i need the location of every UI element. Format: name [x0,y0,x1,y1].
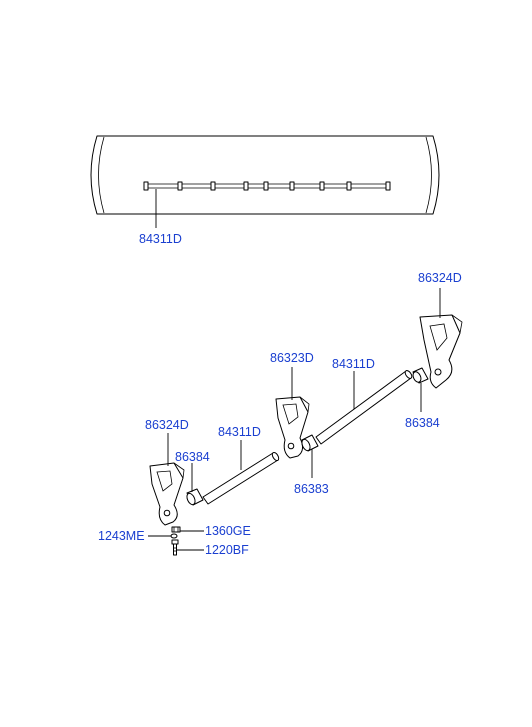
label-tube-right[interactable]: 84311D [332,357,375,371]
label-bushing-left[interactable]: 86384 [175,450,210,464]
rail-rod-top [143,181,391,191]
bolt-1220bf [171,539,179,556]
label-bushing-right[interactable]: 86384 [405,416,440,430]
label-1220bf[interactable]: 1220BF [205,543,249,557]
bracket-right [419,314,463,389]
label-tube-left[interactable]: 84311D [218,425,261,439]
headliner-panel [90,135,440,215]
label-rail-top[interactable]: 84311D [139,232,182,246]
label-bracket-right[interactable]: 86324D [418,271,462,285]
bracket-center [275,396,310,459]
label-bushing-center[interactable]: 86383 [294,482,329,496]
tube-right [315,370,413,445]
bracket-left [149,462,185,526]
bushing-left [186,488,204,506]
nut-1360ge [171,526,181,533]
label-bracket-center[interactable]: 86323D [270,351,314,365]
label-1243me[interactable]: 1243ME [98,529,145,543]
tube-left [202,451,280,505]
washer-1243me [170,533,178,539]
label-bracket-left[interactable]: 86324D [145,418,189,432]
bushing-right [412,367,429,384]
label-1360ge[interactable]: 1360GE [205,524,251,538]
bushing-center [301,434,319,452]
